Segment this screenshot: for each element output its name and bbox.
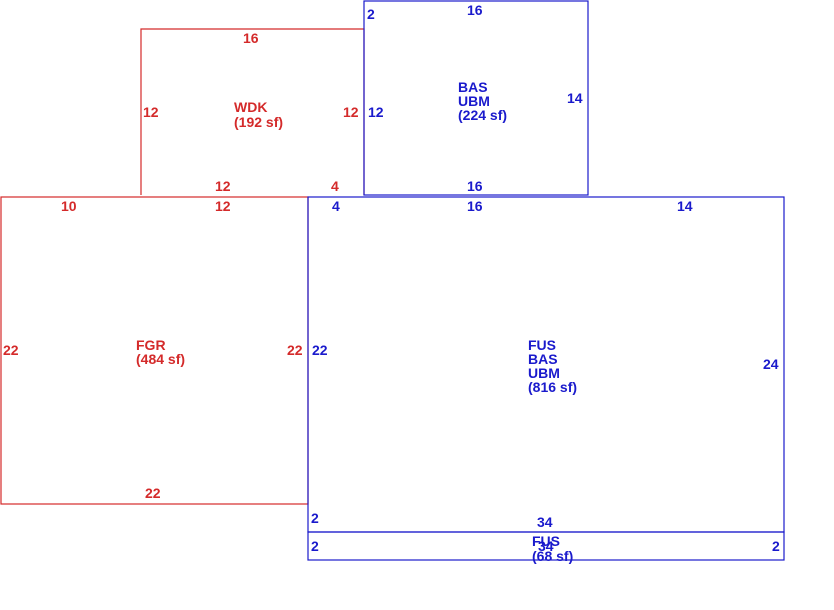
fgr-top-left-dim: 10 (61, 198, 77, 214)
strip-right-dim: 2 (772, 538, 780, 554)
strip-bottom-dim: 34 (538, 538, 554, 554)
fgr-right-dim: 22 (287, 342, 303, 358)
fus-bottom-left-dim: 2 (311, 510, 319, 526)
fus-main-code3: UBM (528, 365, 560, 381)
fus-main-code1: FUS (528, 337, 556, 353)
fus-top-mid-dim: 16 (467, 198, 483, 214)
fus-main-code2: BAS (528, 351, 558, 367)
fgr-area-label: (484 sf) (136, 351, 185, 367)
fus-strip-outline (307, 531, 785, 561)
fus-bottom-dim: 34 (537, 514, 553, 530)
bas-upper-outline (363, 0, 589, 196)
bas-upper-code2: UBM (458, 93, 490, 109)
fus-main-area: (816 sf) (528, 379, 577, 395)
fus-top-right-dim: 14 (677, 198, 693, 214)
bas-topleft-dim: 2 (367, 6, 375, 22)
bas-right-dim: 14 (567, 90, 583, 106)
bas-top-dim: 16 (467, 2, 483, 18)
fgr-left-dim: 22 (3, 342, 19, 358)
bas-upper-area: (224 sf) (458, 107, 507, 123)
wdk-left-dim: 12 (143, 104, 159, 120)
fgr-top-mid-dim: 12 (215, 198, 231, 214)
wdk-code-label: WDK (234, 99, 267, 115)
strip-left-dim: 2 (311, 538, 319, 554)
bas-upper-code1: BAS (458, 79, 488, 95)
fgr-bottom-dim: 22 (145, 485, 161, 501)
wdk-bottom-right-dim: 4 (331, 178, 339, 194)
fus-strip-area: (68 sf) (532, 548, 573, 564)
wdk-bottom-dim: 12 (215, 178, 231, 194)
bas-bottom-dim: 16 (467, 178, 483, 194)
wdk-top-dim: 16 (243, 30, 259, 46)
bas-left-dim: 12 (368, 104, 384, 120)
wdk-area-label: (192 sf) (234, 114, 283, 130)
fus-top-left-dim: 4 (332, 198, 340, 214)
fgr-code-label: FGR (136, 337, 166, 353)
fus-left-dim: 22 (312, 342, 328, 358)
fus-right-dim: 24 (763, 356, 779, 372)
fus-strip-code: FUS (532, 533, 560, 549)
wdk-right-dim: 12 (343, 104, 359, 120)
